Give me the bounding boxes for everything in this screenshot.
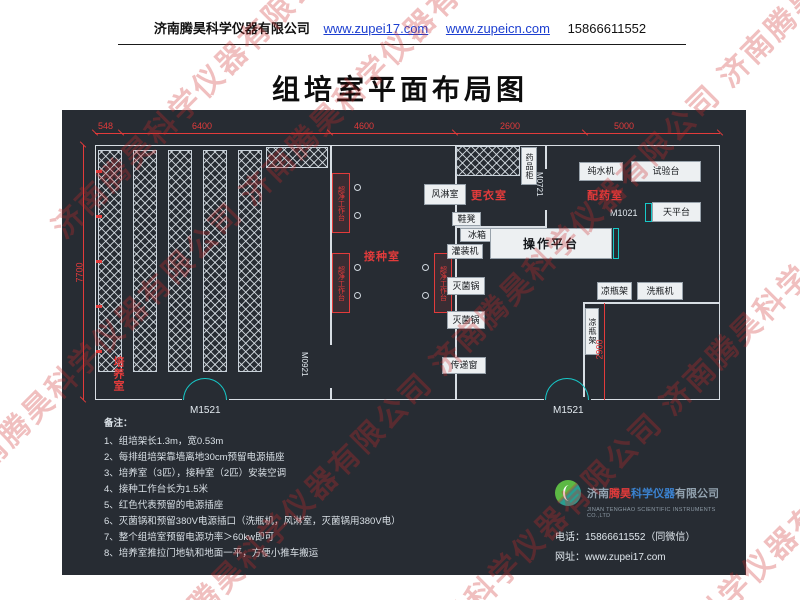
outlet-mark	[96, 260, 102, 263]
sink-fitting	[645, 203, 652, 222]
pass-window-box: 传递窗	[442, 357, 486, 374]
stool	[354, 184, 361, 191]
balance-box: 天平台	[652, 202, 701, 222]
dim-2600: 2600	[500, 121, 521, 131]
outlet-mark	[96, 170, 102, 173]
sterilizer-box: 灭菌锅	[447, 277, 485, 295]
company-name: 济南腾昊科学仪器有限公司	[153, 21, 310, 36]
pure-water-box: 纯水机	[579, 162, 623, 181]
door-m0721-label: M0721	[535, 172, 544, 197]
dim-4600: 4600	[354, 121, 375, 131]
culture-room-label: 培养室	[112, 356, 124, 392]
brand-name-core: 腾昊	[609, 488, 631, 500]
clean-bench: 超净工作台	[332, 253, 350, 313]
note-line: 4、接种工作台长为1.5米	[104, 484, 208, 495]
brand-website: 网址：www.zupei17.com	[555, 552, 666, 563]
wall-right-room-top	[583, 302, 720, 304]
culture-rack	[133, 150, 157, 372]
changing-room-label: 更衣室	[471, 190, 507, 202]
link-zupeicn[interactable]: www.zupeicn.com	[445, 21, 550, 36]
stool	[422, 292, 429, 299]
door-m0921-label: M0921	[300, 352, 309, 377]
cool-rack-vertical-box: 凉瓶架	[585, 308, 599, 355]
brand-name-suffix: 有限公司	[675, 488, 719, 500]
culture-rack	[203, 150, 227, 372]
page-title: 组培室平面布局图	[271, 74, 528, 105]
wall-changing-dispensing-upper	[545, 145, 547, 169]
shoe-bench-box: 鞋凳	[452, 212, 481, 226]
note-line: 7、整个组培室预留电源功率＞60kw即可	[104, 532, 274, 543]
link-zupei17[interactable]: www.zupei17.com	[323, 21, 429, 36]
notes-block: 备注： 1、组培架长1.3m，宽0.53m 2、每排组培架靠墙离地30cm预留电…	[104, 416, 434, 562]
dim-548: 548	[98, 121, 114, 131]
dim-line-2900	[604, 303, 605, 400]
outlet-mark	[96, 215, 102, 218]
filler-box: 灌装机	[447, 244, 483, 259]
wall-inoculation-right	[455, 145, 457, 400]
stool	[354, 292, 361, 299]
cool-rack-box: 凉瓶架	[597, 282, 632, 300]
notes-title: 备注：	[104, 418, 133, 429]
brand-name: 济南腾昊科学仪器有限公司	[587, 485, 719, 501]
note-line: 8、培养室推拉门地轨和地面一平，方便小推车搬运	[104, 548, 319, 559]
brand-block: 济南腾昊科学仪器有限公司 JINAN TENGHAO SCIENTIFIC IN…	[555, 480, 740, 563]
wall-changing-bottom	[455, 226, 547, 228]
inoculation-room-label: 接种室	[364, 251, 400, 263]
door-m1521-left-label: M1521	[190, 405, 221, 416]
brand-logo-icon	[555, 480, 581, 506]
stool	[422, 264, 429, 271]
hatch-area	[456, 146, 520, 176]
test-bench-box: 试验台	[631, 161, 701, 182]
dim-5000: 5000	[614, 121, 635, 131]
door-gap	[544, 397, 591, 403]
wall-culture-inoculation-lower	[330, 388, 332, 400]
culture-rack	[168, 150, 192, 372]
dim-2900: 2900	[594, 339, 605, 360]
dim-6400: 6400	[192, 121, 213, 131]
door-gap	[182, 397, 229, 403]
plan-outline	[95, 145, 720, 400]
cad-canvas: 548 6400 4600 2600 5000 7700	[62, 110, 746, 575]
brand-name-field: 科学仪器	[631, 488, 675, 500]
brand-name-city: 济南	[587, 488, 609, 500]
outlet-mark	[96, 350, 102, 353]
dispensing-room-label: 配药室	[587, 190, 623, 202]
dim-line-top	[95, 133, 720, 134]
dim-line-left	[83, 145, 84, 400]
header-rule	[118, 44, 686, 45]
door-m1521-right-label: M1521	[553, 405, 584, 416]
brand-phone: 电话：15866611552（同微信）	[555, 532, 696, 543]
note-line: 2、每排组培架靠墙离地30cm预留电源插座	[104, 452, 285, 463]
dim-7700: 7700	[74, 262, 85, 283]
note-line: 3、培养室（3匹），接种室（2匹）安装空调	[104, 468, 287, 479]
note-line: 1、组培架长1.3m，宽0.53m	[104, 436, 224, 447]
culture-rack-top	[266, 147, 328, 168]
clean-bench: 超净工作台	[332, 173, 350, 233]
outlet-mark	[96, 305, 102, 308]
air-shower-box: 风淋室	[424, 184, 466, 205]
stool	[354, 212, 361, 219]
medicine-cabinet-box: 药品柜	[521, 147, 537, 185]
door-m1021-label: M1021	[610, 208, 638, 218]
wall-changing-dispensing-lower	[545, 210, 547, 227]
fridge-box: 冰箱	[460, 228, 494, 242]
culture-rack	[238, 150, 262, 372]
brand-name-en: JINAN TENGHAO SCIENTIFIC INSTRUMENTS CO.…	[587, 507, 716, 519]
phone-number: 15866611552	[567, 21, 647, 36]
header: 济南腾昊科学仪器有限公司 www.zupei17.com www.zupeicn…	[0, 18, 800, 37]
stool	[354, 264, 361, 271]
wall-right-room-left	[583, 302, 585, 400]
note-line: 6、灭菌锅和预留380V电源插口（洗瓶机，风淋室，灭菌锅用380V电）	[104, 516, 401, 527]
operation-platform-box: 操作平台	[490, 228, 612, 259]
sterilizer-box: 灭菌锅	[447, 311, 485, 329]
platform-side-fitting	[613, 228, 619, 259]
washer-box: 洗瓶机	[637, 282, 683, 300]
note-line: 5、红色代表预留的电源插座	[104, 500, 224, 511]
wall-culture-inoculation-upper	[330, 145, 332, 345]
